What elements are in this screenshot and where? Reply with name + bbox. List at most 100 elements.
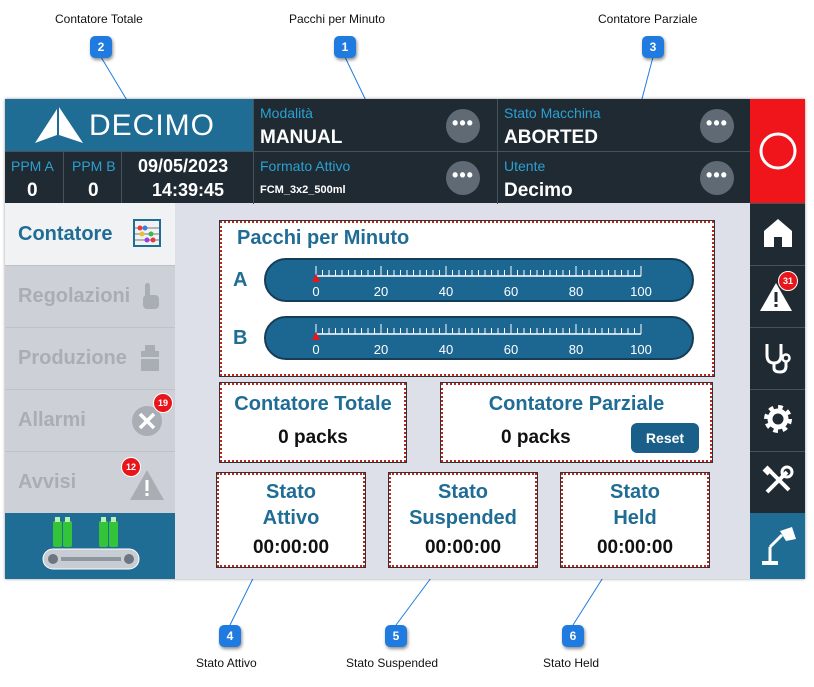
machine-state-more-button[interactable]: ••• <box>700 109 734 143</box>
state-suspended-line1: Stato <box>438 481 488 503</box>
callout-4-badge: 4 <box>219 625 241 647</box>
format-cell: Formato Attivo FCM_3x2_500ml ••• <box>253 151 498 204</box>
settings-button[interactable] <box>750 389 805 452</box>
logo-text: DECIMO <box>89 109 215 142</box>
ppm-a-gauge-tick-label: 100 <box>630 284 652 299</box>
mode-more-button[interactable]: ••• <box>446 109 480 143</box>
ppm-a-cell: PPM A 0 <box>5 151 63 204</box>
ppm-a-gauge-marker <box>312 274 320 282</box>
lamp-button[interactable] <box>750 513 805 579</box>
sidebar-item-regolazioni[interactable]: Regolazioni <box>5 265 175 328</box>
partial-counter-title: Contatore Parziale <box>488 393 665 415</box>
stethoscope-icon <box>765 344 791 374</box>
right-rail: 31 <box>750 99 805 579</box>
logo-area: DECIMO <box>5 99 253 151</box>
sidebar-item-produzione[interactable]: Produzione <box>5 327 175 390</box>
ppm-b-gauge-scale <box>312 324 642 340</box>
warnings-button[interactable]: 31 <box>750 265 805 328</box>
ppm-b-label: PPM B <box>72 158 116 174</box>
row-a-label: A <box>233 269 248 291</box>
total-counter-title: Contatore Totale <box>234 393 392 415</box>
sidebar-item-label: Contatore <box>18 223 113 245</box>
callout-1-badge: 1 <box>334 36 356 58</box>
stop-button[interactable] <box>750 99 805 204</box>
home-button[interactable] <box>750 203 805 266</box>
ppm-b-gauge-tick-label: 40 <box>438 342 454 357</box>
state-held-time: 00:00:00 <box>596 537 674 558</box>
sidebar-item-allarmi[interactable]: Allarmi 19 <box>5 389 175 452</box>
datetime-cell: 09/05/2023 14:39:45 <box>121 151 254 204</box>
partial-counter-panel: Contatore Parziale 0 packs Reset <box>440 382 713 463</box>
ppm-panel-title: Pacchi per Minuto <box>237 227 410 249</box>
x-circle-icon <box>132 406 162 436</box>
ppm-a-gauge-tick-label: 60 <box>503 284 519 299</box>
mode-cell: Modalità MANUAL ••• <box>253 99 498 151</box>
ppm-a-value: 0 <box>27 180 38 201</box>
ppm-b-gauge-marker <box>312 332 320 340</box>
diagnostics-button[interactable] <box>750 327 805 390</box>
ppm-a-gauge: 0 20 40 60 80 100 <box>264 258 694 302</box>
desk-lamp-icon <box>762 527 796 565</box>
ppm-b-gauge-tick-label: 80 <box>568 342 584 357</box>
notice-count-badge: 12 <box>121 457 141 477</box>
callout-4-label: Stato Attivo <box>196 656 257 670</box>
machine-state-cell: Stato Macchina ABORTED ••• <box>497 99 751 151</box>
state-attivo-panel: Stato Attivo 00:00:00 <box>216 472 366 568</box>
ppm-a-gauge-scale <box>312 266 642 282</box>
warning-count-badge: 31 <box>778 271 798 291</box>
sidebar-item-label: Regolazioni <box>18 285 131 307</box>
callout-3-badge: 3 <box>642 36 664 58</box>
sidebar-item-label: Allarmi <box>18 409 86 431</box>
ppm-a-gauge-tick-label: 0 <box>312 284 320 299</box>
ppm-b-gauge-tick-label: 100 <box>630 342 652 357</box>
state-attivo-line1: Stato <box>266 481 316 503</box>
mode-label: Modalità <box>260 105 313 121</box>
sidebar-item-avvisi[interactable]: Avvisi 12 <box>5 451 175 514</box>
sidebar-item-label: Produzione <box>18 347 127 369</box>
ppm-a-gauge-tick-label: 80 <box>568 284 584 299</box>
user-value: Decimo <box>504 180 573 201</box>
format-more-button[interactable]: ••• <box>446 161 480 195</box>
callout-1-label: Pacchi per Minuto <box>289 12 386 26</box>
gear-icon <box>764 405 792 433</box>
callout-2-label: Contatore Totale <box>55 12 143 26</box>
callout-3-label: Contatore Parziale <box>598 12 698 26</box>
state-attivo-time: 00:00:00 <box>252 537 330 558</box>
machine-icon <box>141 345 159 371</box>
ppm-a-gauge-tick-label: 40 <box>438 284 454 299</box>
tools-icon <box>762 465 794 494</box>
stop-circle-icon <box>759 132 797 170</box>
sidebar-item-contatore[interactable]: Contatore <box>5 203 175 266</box>
partial-counter-value: 0 packs <box>501 427 571 448</box>
state-suspended-panel: Stato Suspended 00:00:00 <box>388 472 538 568</box>
home-icon <box>764 219 792 247</box>
state-attivo-line2: Attivo <box>262 507 320 529</box>
callout-5-badge: 5 <box>385 625 407 647</box>
format-label: Formato Attivo <box>260 158 351 174</box>
conveyor-area <box>5 513 175 579</box>
ppm-a-gauge-tick-label: 20 <box>373 284 389 299</box>
callout-5-label: Stato Suspended <box>346 656 439 670</box>
callout-6-badge: 6 <box>562 625 584 647</box>
machine-state-value: ABORTED <box>504 127 598 148</box>
sidebar-item-label: Avvisi <box>18 471 77 493</box>
reset-button[interactable]: Reset <box>631 423 699 453</box>
alarm-count-badge: 19 <box>153 393 173 413</box>
state-suspended-time: 00:00:00 <box>424 537 502 558</box>
ppm-a-label: PPM A <box>11 158 54 174</box>
callout-6-label: Stato Held <box>543 656 600 670</box>
tools-button[interactable] <box>750 451 805 514</box>
header-bar: DECIMO PPM A 0 PPM B 0 09/05/2023 14:39:… <box>5 99 751 204</box>
state-suspended-line2: Suspended <box>409 507 517 529</box>
conveyor-bottles-icon <box>42 517 140 570</box>
time-text: 14:39:45 <box>152 180 225 200</box>
user-cell: Utente Decimo ••• <box>497 151 751 204</box>
total-counter-panel: Contatore Totale 0 packs <box>219 382 407 463</box>
mode-value: MANUAL <box>260 127 343 148</box>
ppm-b-value: 0 <box>88 180 99 201</box>
user-more-button[interactable]: ••• <box>700 161 734 195</box>
hand-pointer-icon <box>143 283 159 309</box>
callout-2-badge: 2 <box>90 36 112 58</box>
total-counter-value: 0 packs <box>278 427 348 448</box>
